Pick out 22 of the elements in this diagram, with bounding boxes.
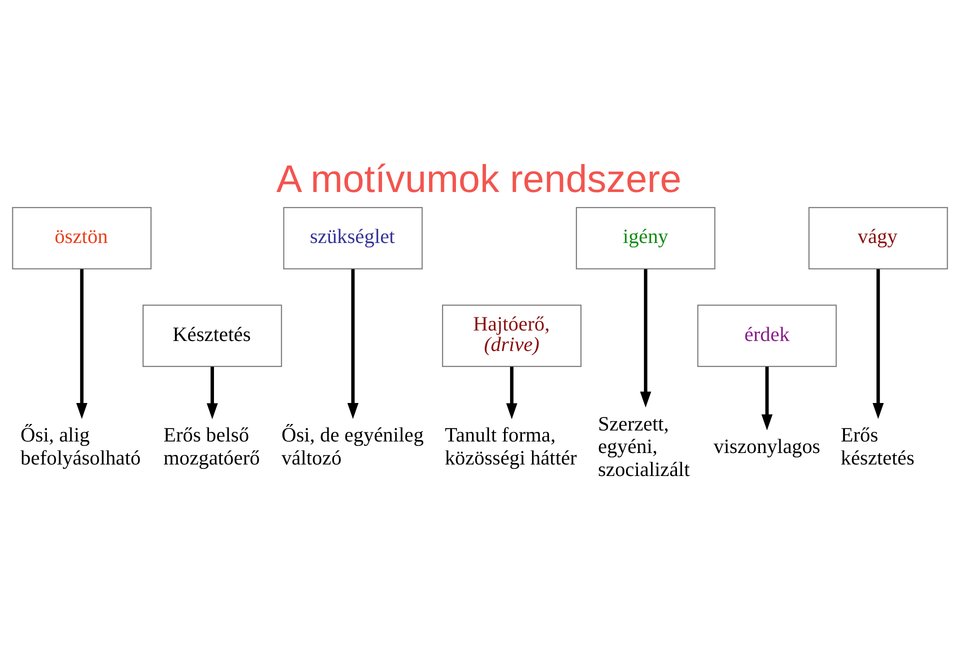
arrow (872, 268, 884, 418)
diagram-title: A motívumok rendszere (276, 157, 682, 200)
node-box: ösztön (12, 206, 152, 269)
node-text: Ősi, alig befolyásolható (20, 424, 141, 469)
node-box: szükséglet (283, 206, 423, 269)
node-box: vágy (808, 206, 948, 269)
arrow (347, 268, 359, 418)
arrow (640, 268, 652, 407)
node-text: Szerzett, egyéni, szocializált (598, 412, 690, 480)
node-text: Erős késztetés (840, 424, 914, 469)
arrow (206, 366, 218, 419)
node-text: Erős belső mozgatóerő (163, 424, 260, 469)
node-text: viszonylagos (714, 436, 820, 458)
node-box: érdek (697, 304, 837, 366)
node-box: Késztetés (142, 304, 282, 366)
node-text: Ősi, de egyénileg változó (281, 424, 424, 469)
node-box: Hajtóerő, (drive) (442, 304, 582, 366)
node-text: Tanult forma, közösségi háttér (444, 424, 577, 469)
node-box: igény (576, 206, 716, 269)
arrow (506, 366, 518, 419)
arrow (76, 268, 88, 418)
arrow (761, 366, 773, 430)
